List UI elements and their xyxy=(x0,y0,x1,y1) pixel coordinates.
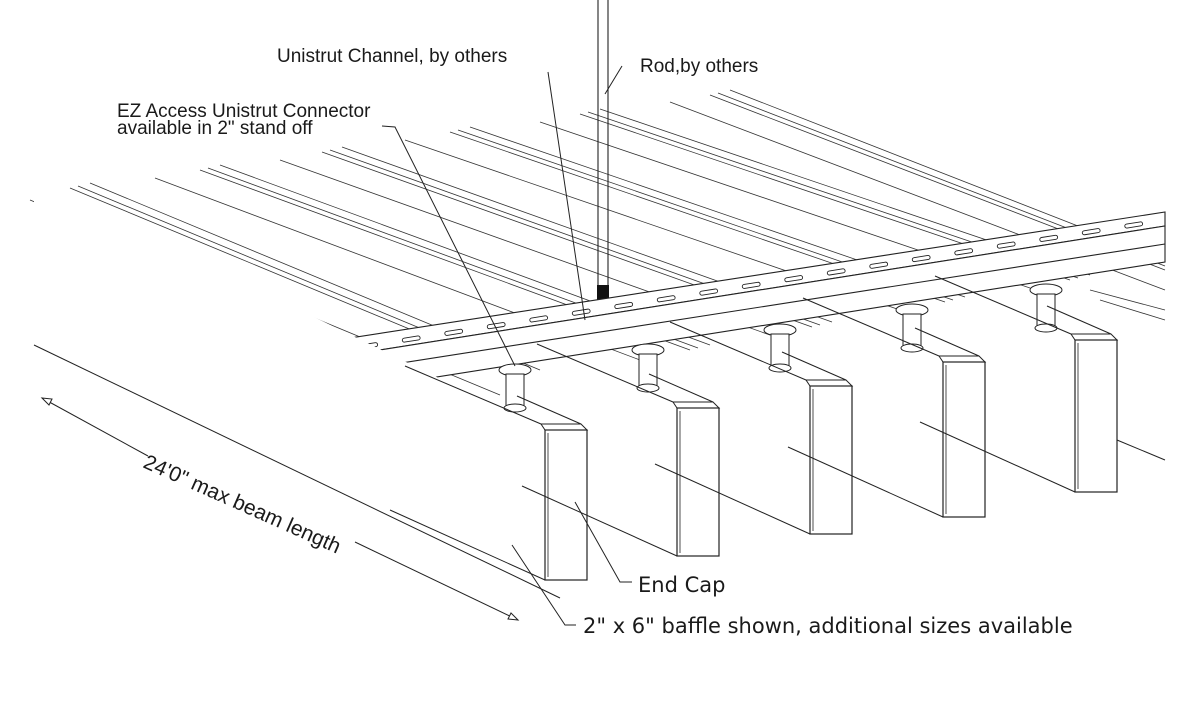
rod-label: Rod,by others xyxy=(640,56,758,77)
connector-standoff xyxy=(631,343,665,393)
channel-slot xyxy=(529,315,549,323)
channel-slot xyxy=(954,248,974,256)
channel-slot xyxy=(869,261,889,269)
baffle-far-edges xyxy=(1116,439,1166,461)
channel-slot xyxy=(1124,221,1144,229)
baffle-end-cap xyxy=(544,429,588,581)
baffle-top xyxy=(1070,333,1119,341)
connector-standoff xyxy=(763,323,797,373)
leader-rod xyxy=(604,65,623,95)
baffle-top xyxy=(672,401,721,409)
baffle-rail xyxy=(781,351,847,381)
channel-slot xyxy=(699,288,719,296)
channel-slot xyxy=(996,241,1016,249)
baffle xyxy=(34,180,589,581)
channel-slot xyxy=(444,328,464,336)
baffle-top xyxy=(805,379,854,387)
baffle xyxy=(521,343,721,557)
baffle-bottom-edge xyxy=(521,485,678,557)
leader-lines xyxy=(381,65,632,626)
baffle-rail xyxy=(516,395,582,425)
baffles xyxy=(34,180,1166,581)
baffle-rail xyxy=(934,275,1072,335)
channel-slot xyxy=(656,295,676,303)
connector-label-line1: EZ Access Unistrut Connector xyxy=(117,101,371,122)
baffle-rail xyxy=(802,297,940,357)
baffle-top xyxy=(938,355,987,363)
baffle-end-cap xyxy=(676,407,720,557)
baffle-label: 2" x 6" baffle shown, additional sizes a… xyxy=(583,614,1073,638)
baffle-rail xyxy=(404,365,542,425)
baffle-rail xyxy=(648,373,714,403)
leader-baffle xyxy=(511,544,576,626)
connector-label-line2: available in 2" stand off xyxy=(117,118,313,139)
leader-connector xyxy=(381,125,516,367)
unistrut-channel-label: Unistrut Channel, by others xyxy=(277,46,507,67)
channel-slot xyxy=(741,281,761,289)
connector-standoff xyxy=(498,363,532,413)
channel-slot xyxy=(1039,234,1059,242)
baffle-bottom-edge xyxy=(787,446,944,518)
channel-slot xyxy=(911,254,931,263)
channel-slot xyxy=(784,275,804,283)
leader-unistrut xyxy=(547,71,586,321)
leader-end-cap xyxy=(574,501,632,583)
connector-standoff xyxy=(895,303,929,353)
baffle-bottom-edge xyxy=(654,463,811,535)
dimension-line xyxy=(33,344,561,621)
track-line xyxy=(1099,299,1166,321)
baffle-rail xyxy=(914,327,980,357)
end-cap-label: End Cap xyxy=(638,573,725,597)
channel-slot xyxy=(614,301,634,310)
baffle-top xyxy=(540,423,589,431)
baffle-rail xyxy=(1046,305,1112,335)
channel-slot xyxy=(486,322,506,330)
channel-slot xyxy=(571,308,591,316)
baffle xyxy=(919,275,1119,493)
baffle-rail xyxy=(536,343,674,403)
baffle-rail xyxy=(669,321,807,381)
rod xyxy=(597,0,609,303)
baffle-end-cap xyxy=(942,361,986,518)
channel-slot xyxy=(401,335,421,343)
channel-slot xyxy=(1081,228,1101,236)
baffle xyxy=(787,297,987,518)
connector-standoff xyxy=(1029,283,1063,333)
baffle-end-cap xyxy=(1074,339,1118,493)
baffle-bottom-edge xyxy=(389,509,546,581)
track-line xyxy=(1089,289,1166,311)
channel-slot xyxy=(826,268,846,276)
baffle-bottom-edge xyxy=(919,421,1076,493)
